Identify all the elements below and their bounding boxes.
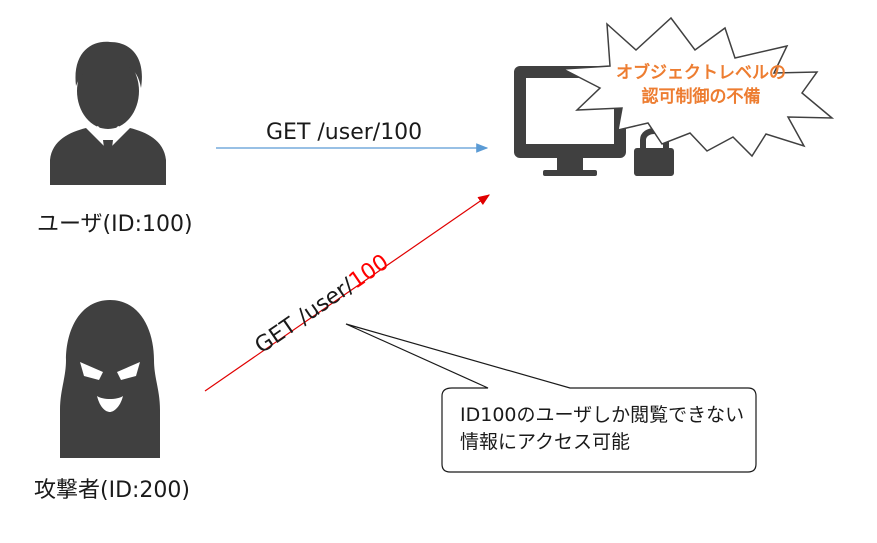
attacker-label: 攻撃者(ID:200): [34, 478, 190, 503]
vulnerability-line-1: オブジェクトレベルの: [616, 63, 786, 83]
vulnerability-line-2: 認可制御の不備: [641, 87, 761, 107]
callout-box: [345, 323, 757, 473]
user-label: ユーザ(ID:100): [37, 212, 193, 237]
callout-text: ID100のユーザしか閲覧できない情報にアクセス可能: [460, 404, 745, 453]
explosion-burst-icon: [560, 16, 835, 158]
businessman-icon: [50, 41, 166, 185]
vulnerability-title: オブジェクトレベルの 認可制御の不備: [606, 61, 796, 109]
user-request-label: GET /user/100: [266, 120, 423, 145]
masked-attacker-icon: [60, 300, 160, 458]
attack-request-arrow: [204, 194, 490, 392]
